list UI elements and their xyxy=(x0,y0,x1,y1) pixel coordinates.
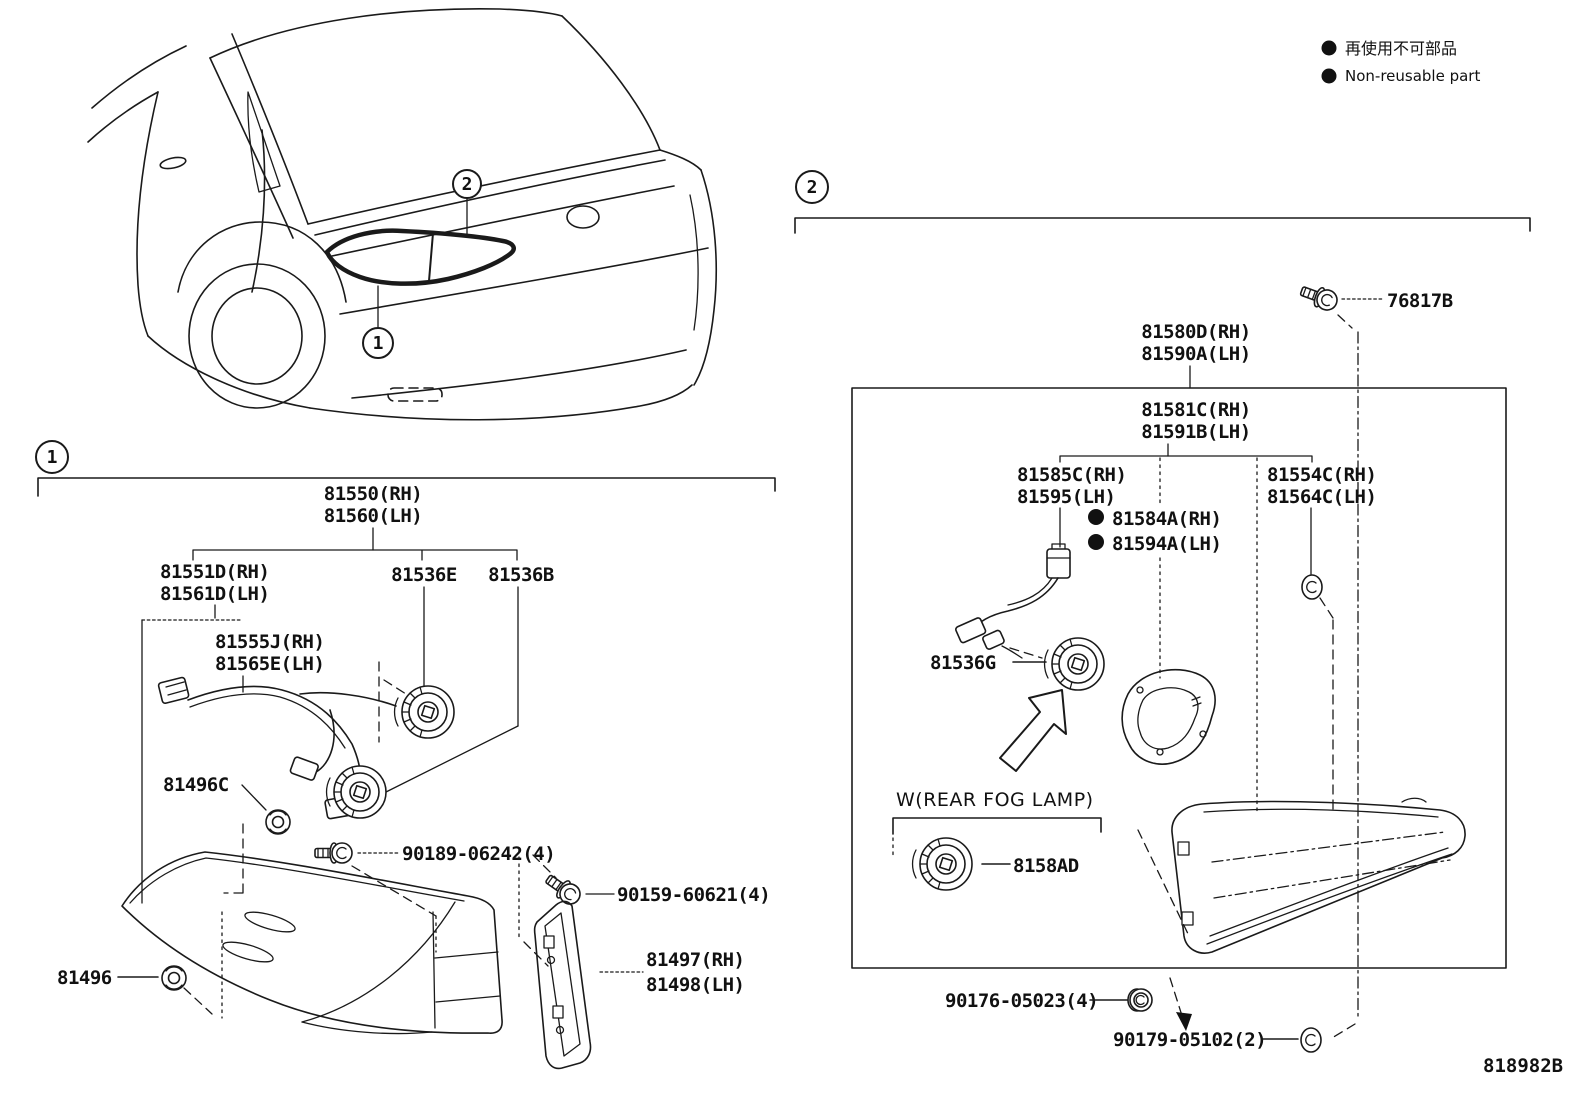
car-callout-1-circle xyxy=(362,327,394,359)
part-label-81561D: 81561D(LH) xyxy=(160,583,269,605)
part-label-81550: 81550(RH) xyxy=(324,483,422,505)
fog-harness-drawing xyxy=(955,543,1071,659)
part-label-81560: 81560(LH) xyxy=(324,505,422,527)
part-label-8158AD: 8158AD xyxy=(1013,855,1079,877)
car-callout-2-circle xyxy=(452,169,482,199)
bolt-icon xyxy=(1127,988,1153,1012)
tail-lamp-highlight-outline xyxy=(324,228,516,286)
part-label-81564C: 81564C(LH) xyxy=(1267,486,1376,508)
bulb-socket-81536G-drawing xyxy=(1043,637,1105,691)
non-reusable-bullet-icon xyxy=(1321,40,1337,56)
non-reusable-bullet-icon xyxy=(1088,509,1104,525)
part-label-81584A: 81584A(RH) xyxy=(1112,508,1221,530)
diagram-code: 818982B xyxy=(1483,1055,1563,1077)
part-label-81595: 81595(LH) xyxy=(1017,486,1115,508)
part-label-81591B: 81591B(LH) xyxy=(1141,421,1250,443)
legend: 再使用不可部品 Non-reusable part xyxy=(1321,39,1480,85)
part-label-81497: 81497(RH) xyxy=(646,949,744,971)
part-label-90189: 90189-06242(4) xyxy=(402,843,555,865)
part-label-81590A: 81590A(LH) xyxy=(1141,343,1250,365)
non-reusable-bullet-icon xyxy=(1321,68,1337,84)
part-label-90176: 90176-05023(4) xyxy=(945,990,1098,1012)
part-label-81594A: 81594A(LH) xyxy=(1112,533,1221,555)
grommet-icon xyxy=(265,809,291,835)
fog-lamp-note: W(REAR FOG LAMP) xyxy=(896,789,1094,811)
reflector-drawing xyxy=(533,900,592,1070)
section-1-callout-circle xyxy=(35,440,69,474)
screw-icon xyxy=(541,869,585,909)
bulb-socket-81536E-drawing xyxy=(393,685,455,739)
part-label-81555J: 81555J(RH) xyxy=(215,631,324,653)
section-2-callout: 2 xyxy=(807,177,818,198)
wire-harness-drawing xyxy=(157,676,397,820)
screw-icon xyxy=(314,842,353,864)
screw-icon xyxy=(1297,280,1341,314)
part-label-90159: 90159-60621(4) xyxy=(617,884,770,906)
legend-english: Non-reusable part xyxy=(1345,67,1480,85)
part-label-81581C: 81581C(RH) xyxy=(1141,399,1250,421)
section-1: 1 81550(RH) 81560(LH) 81551D(RH) 81561D(… xyxy=(35,440,776,1070)
legend-japanese: 再使用不可部品 xyxy=(1345,39,1457,58)
part-label-81554C: 81554C(RH) xyxy=(1267,464,1376,486)
arrow-icon xyxy=(999,689,1067,772)
detail-box xyxy=(851,387,1507,969)
part-label-81551D: 81551D(RH) xyxy=(160,561,269,583)
part-label-90179: 90179-05102(2) xyxy=(1113,1029,1266,1051)
car-callout-1: 1 xyxy=(373,333,384,354)
grommet-icon xyxy=(161,965,187,991)
section-1-callout: 1 xyxy=(47,447,58,468)
part-label-81585C: 81585C(RH) xyxy=(1017,464,1126,486)
part-label-76817B: 76817B xyxy=(1387,290,1453,312)
grommet-icon xyxy=(1300,1027,1322,1053)
car-callout-2: 2 xyxy=(462,174,473,195)
non-reusable-bullet-icon xyxy=(1088,534,1104,550)
part-label-81496C: 81496C xyxy=(163,774,229,796)
part-label-81498: 81498(LH) xyxy=(646,974,744,996)
gasket-drawing xyxy=(1121,668,1216,765)
arrowhead-icon xyxy=(1176,1012,1192,1031)
clip-icon xyxy=(1301,574,1323,600)
part-label-81536E: 81536E xyxy=(391,564,457,586)
fog-lamp-bracket xyxy=(892,817,1102,835)
part-label-81496: 81496 xyxy=(57,967,112,989)
section-2-callout-circle xyxy=(795,170,829,204)
section-2: 2 76817B 81580D(RH) 81590A(LH) 81581C(RH… xyxy=(794,170,1531,1053)
section-2-bracket xyxy=(794,217,1531,234)
part-label-81565E: 81565E(LH) xyxy=(215,653,324,675)
tail-lamp-inner-drawing xyxy=(1171,797,1466,954)
part-label-81536B: 81536B xyxy=(488,564,554,586)
bulb-socket-8158AD-drawing xyxy=(911,837,973,891)
car-rear-illustration: 2 1 xyxy=(87,8,717,421)
part-label-81580D: 81580D(RH) xyxy=(1141,321,1250,343)
section-1-bracket xyxy=(37,477,776,497)
part-label-81536G: 81536G xyxy=(930,652,996,674)
tail-lamp-outer-drawing xyxy=(121,851,503,1035)
